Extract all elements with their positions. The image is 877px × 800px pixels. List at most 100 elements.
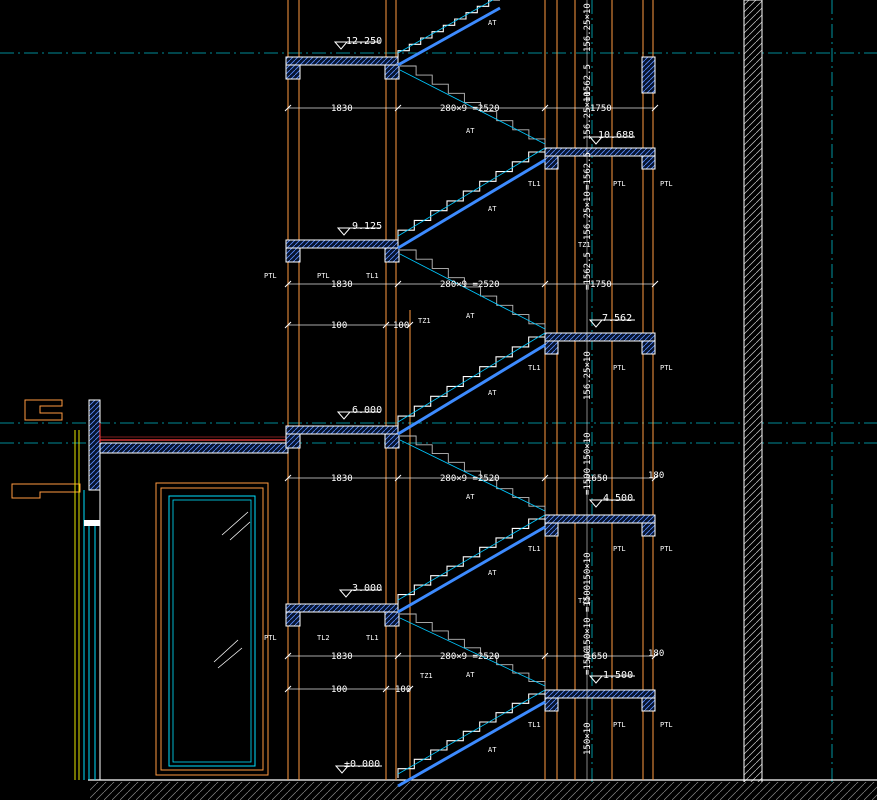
elevation-10688: 10.688 — [598, 130, 634, 141]
vdim-2: =1562.5 — [583, 64, 593, 102]
label-ptl-6: PTL — [660, 364, 673, 372]
right-landing-beam — [544, 340, 559, 355]
dim-tick — [651, 474, 659, 482]
dim-landing-1: 1830 — [331, 104, 353, 114]
label-ptl-3: PTL — [264, 272, 277, 280]
handrail — [397, 514, 546, 601]
left-landing-beam — [285, 433, 301, 449]
dim-tick — [382, 685, 390, 693]
vdim-3: 156.25×10 — [583, 91, 593, 140]
left-landing-slab — [285, 239, 399, 249]
left-landing-beam — [285, 64, 301, 80]
dim-tick — [382, 321, 390, 329]
label-at-6: AT — [466, 493, 475, 501]
vdim-10: 150×10 — [583, 552, 593, 585]
dim-landing-right-3: 1650 — [586, 474, 608, 484]
left-landing-slab — [285, 425, 399, 435]
dim-small-d: 100 — [395, 685, 411, 695]
stair-steps — [397, 0, 500, 57]
vdim-7: 156.25×10 — [583, 351, 593, 400]
right-landing-beam — [544, 697, 559, 712]
dim-tick — [284, 104, 292, 112]
handrail — [397, 332, 546, 423]
label-ptl-5: PTL — [613, 364, 626, 372]
stair-slab — [397, 158, 546, 250]
label-tz1-2: TZ1 — [418, 317, 431, 325]
label-ptl-10: PTL — [613, 721, 626, 729]
dim-tick — [541, 652, 549, 660]
vdim-8: 150×10 — [583, 432, 593, 465]
elevation-7562: 7.562 — [602, 313, 632, 324]
label-tl1-5: TL1 — [366, 634, 379, 642]
label-tl1-1: TL1 — [528, 180, 541, 188]
dim-180-a: 180 — [648, 471, 664, 481]
vdim-13: =1500 — [583, 648, 593, 675]
label-at-3: AT — [488, 205, 497, 213]
stair-steps — [397, 693, 545, 778]
dim-tick — [284, 685, 292, 693]
dim-landing-right-2: 1750 — [590, 280, 612, 290]
dim-tick — [284, 321, 292, 329]
vdim-14: 150×10 — [583, 722, 593, 755]
label-ptl-2: PTL — [660, 180, 673, 188]
elevation-4500: 4.500 — [603, 493, 633, 504]
dim-tick — [394, 652, 402, 660]
dimension-texts: 1830 280×9 =2520 1750 1830 280×9 =2520 1… — [331, 104, 664, 695]
stair-steps — [397, 336, 545, 426]
right-landing-beam — [641, 155, 656, 170]
dim-180-b: 180 — [648, 649, 664, 659]
elevation-9125: 9.125 — [352, 221, 382, 232]
label-ptl-8: PTL — [660, 545, 673, 553]
component-labels: AT AT AT AT AT AT AT AT AT PTL PTL TL1 P… — [264, 19, 673, 754]
left-landing-slab — [285, 603, 399, 613]
handrail — [397, 0, 494, 54]
elevation-12250: 12.250 — [346, 36, 382, 47]
dim-small-c: 100 — [331, 685, 347, 695]
label-at-9: AT — [488, 746, 497, 754]
label-ptl-11: PTL — [660, 721, 673, 729]
dim-tick — [394, 280, 402, 288]
right-wall — [743, 0, 763, 791]
right-landing-beam — [544, 155, 559, 170]
label-tl1-6: TL1 — [528, 721, 541, 729]
right-landing-beam — [641, 522, 656, 537]
stair-slab — [397, 525, 546, 614]
dim-landing-2: 1830 — [331, 280, 353, 290]
right-landing-beam — [544, 522, 559, 537]
label-tl1-4: TL1 — [528, 545, 541, 553]
vdim-11: =1500 — [583, 585, 593, 612]
vdim-9: =1500 — [583, 468, 593, 495]
dim-landing-right-1: 1750 — [590, 104, 612, 114]
column-lines — [287, 0, 654, 780]
elevation-labels: 12.250 10.688 9.125 7.562 6.000 4.500 3.… — [344, 36, 634, 770]
dim-small-b: 100 — [393, 321, 409, 331]
top-right-wall — [641, 56, 656, 94]
dim-landing-4: 1830 — [331, 652, 353, 662]
left-landing-beam — [384, 64, 400, 80]
dim-landing-3: 1830 — [331, 474, 353, 484]
left-landing-beam — [285, 247, 301, 263]
right-landing-slab — [544, 332, 656, 342]
dim-tick — [284, 474, 292, 482]
right-landing-beam — [641, 697, 656, 712]
label-tl2: TL2 — [317, 634, 330, 642]
dim-tick — [394, 104, 402, 112]
stair-steps-back — [400, 435, 546, 515]
vdim-12: 150×10 — [583, 617, 593, 650]
stair-slab — [397, 700, 546, 788]
left-landing-beam — [285, 611, 301, 627]
left-landing-slab — [285, 56, 399, 66]
label-at-2: AT — [466, 127, 475, 135]
dim-tick — [541, 104, 549, 112]
left-building — [11, 399, 289, 780]
dim-tick — [651, 104, 659, 112]
label-tl1-3: TL1 — [528, 364, 541, 372]
elevation-marks — [333, 41, 635, 774]
dim-landing-right-4: 1650 — [586, 652, 608, 662]
elevation-6000: 6.000 — [352, 405, 382, 416]
label-at-5: AT — [488, 389, 497, 397]
elevation-1500: 1.500 — [603, 670, 633, 681]
label-ptl-7: PTL — [613, 545, 626, 553]
dim-tick — [406, 685, 414, 693]
handrail — [397, 689, 546, 775]
